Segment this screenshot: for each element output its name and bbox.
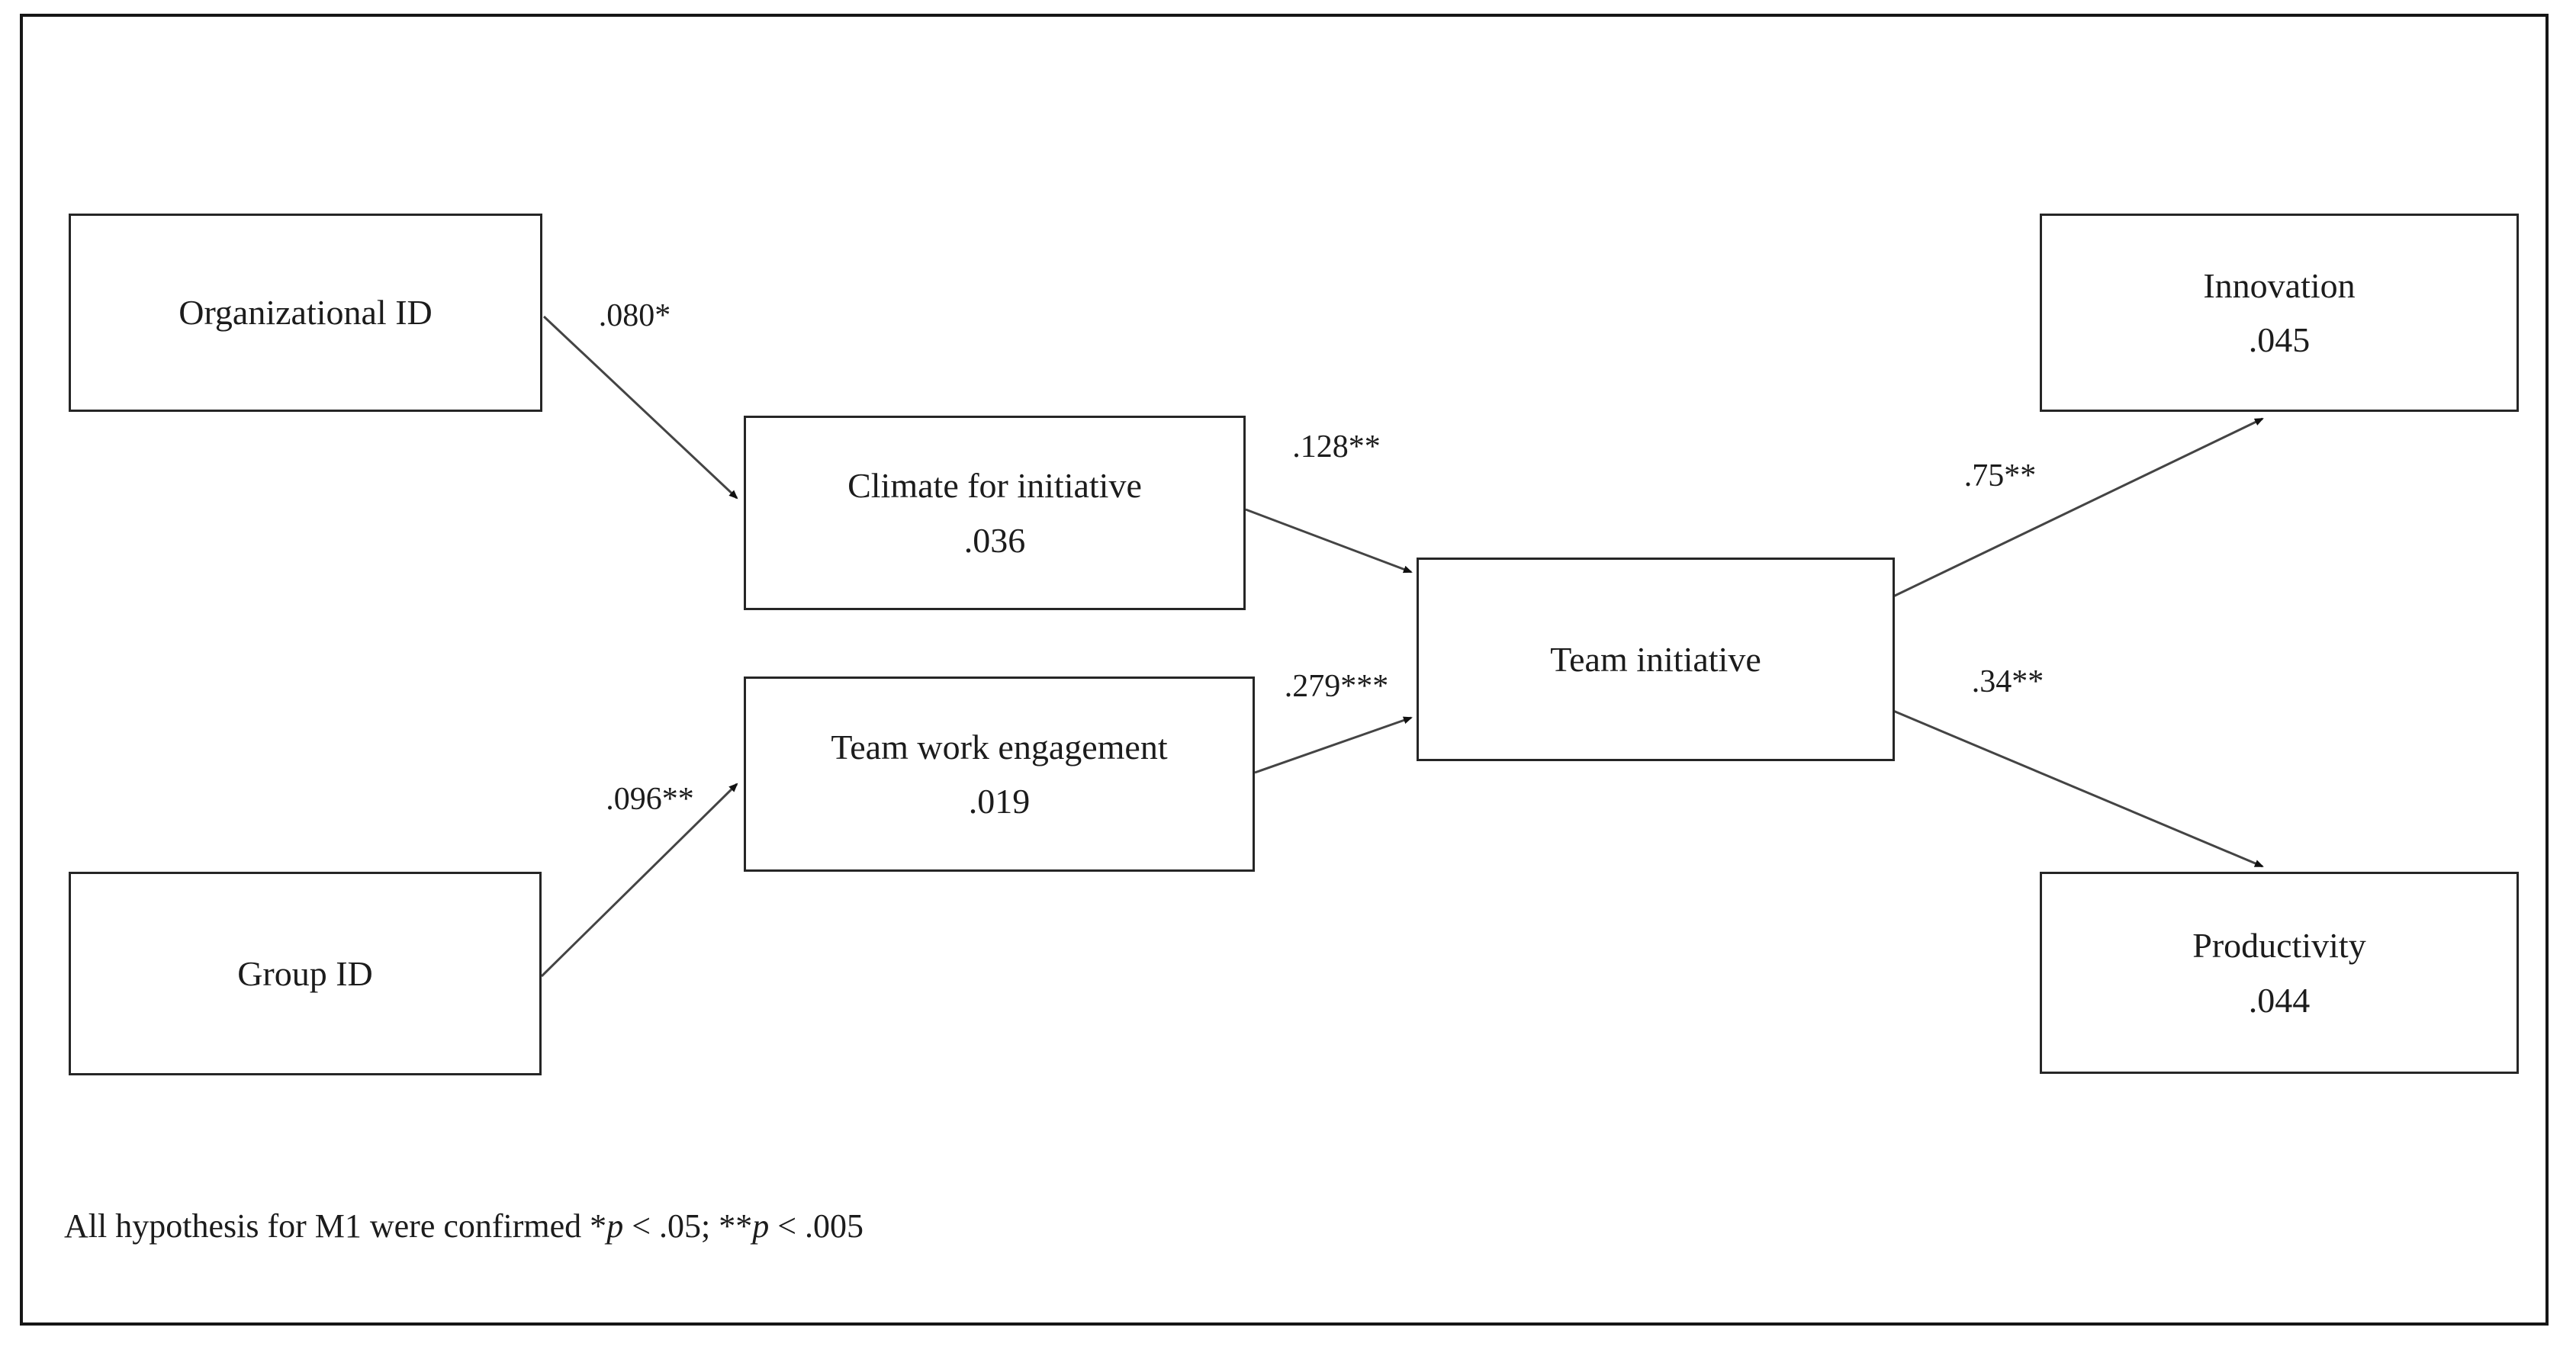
node-label: Group ID: [237, 953, 373, 993]
caption-text: < .005: [769, 1207, 864, 1245]
node-label: Team initiative: [1550, 639, 1761, 679]
node-innovation: Innovation .045: [2040, 214, 2519, 412]
coefficient-team-innovation: .75**: [1963, 458, 2037, 493]
node-value: .019: [968, 782, 1031, 821]
node-value: .036: [963, 520, 1026, 560]
coefficient-team-productivity: .34**: [1971, 664, 2044, 699]
caption-p-italic: p: [752, 1207, 770, 1245]
coefficient-climate-team: .128**: [1292, 429, 1381, 464]
caption-text: < .05; **: [623, 1207, 753, 1245]
node-value: .044: [2248, 980, 2311, 1020]
node-organizational-id: Organizational ID: [69, 214, 542, 412]
figure-border: [20, 14, 2549, 1326]
caption-p-italic: p: [606, 1207, 624, 1245]
coefficient-groupid-twe: .096**: [606, 782, 694, 817]
node-group-id: Group ID: [69, 872, 542, 1075]
node-value: .045: [2248, 320, 2311, 359]
node-label: Climate for initiative: [847, 466, 1142, 506]
node-label: Team work engagement: [831, 727, 1168, 766]
node-label: Innovation: [2203, 265, 2356, 305]
coefficient-orgid-climate: .080*: [598, 298, 671, 333]
coefficient-twe-team: .279***: [1284, 669, 1389, 704]
node-label: Productivity: [2192, 926, 2366, 966]
node-productivity: Productivity .044: [2040, 872, 2519, 1074]
node-team-work-engagement: Team work engagement .019: [744, 676, 1255, 872]
node-climate-for-initiative: Climate for initiative .036: [744, 416, 1246, 610]
figure-caption: All hypothesis for M1 were confirmed *p …: [64, 1207, 863, 1245]
caption-text: All hypothesis for M1 were confirmed *: [64, 1207, 607, 1245]
node-label: Organizational ID: [178, 293, 433, 333]
node-team-initiative: Team initiative: [1417, 558, 1895, 761]
